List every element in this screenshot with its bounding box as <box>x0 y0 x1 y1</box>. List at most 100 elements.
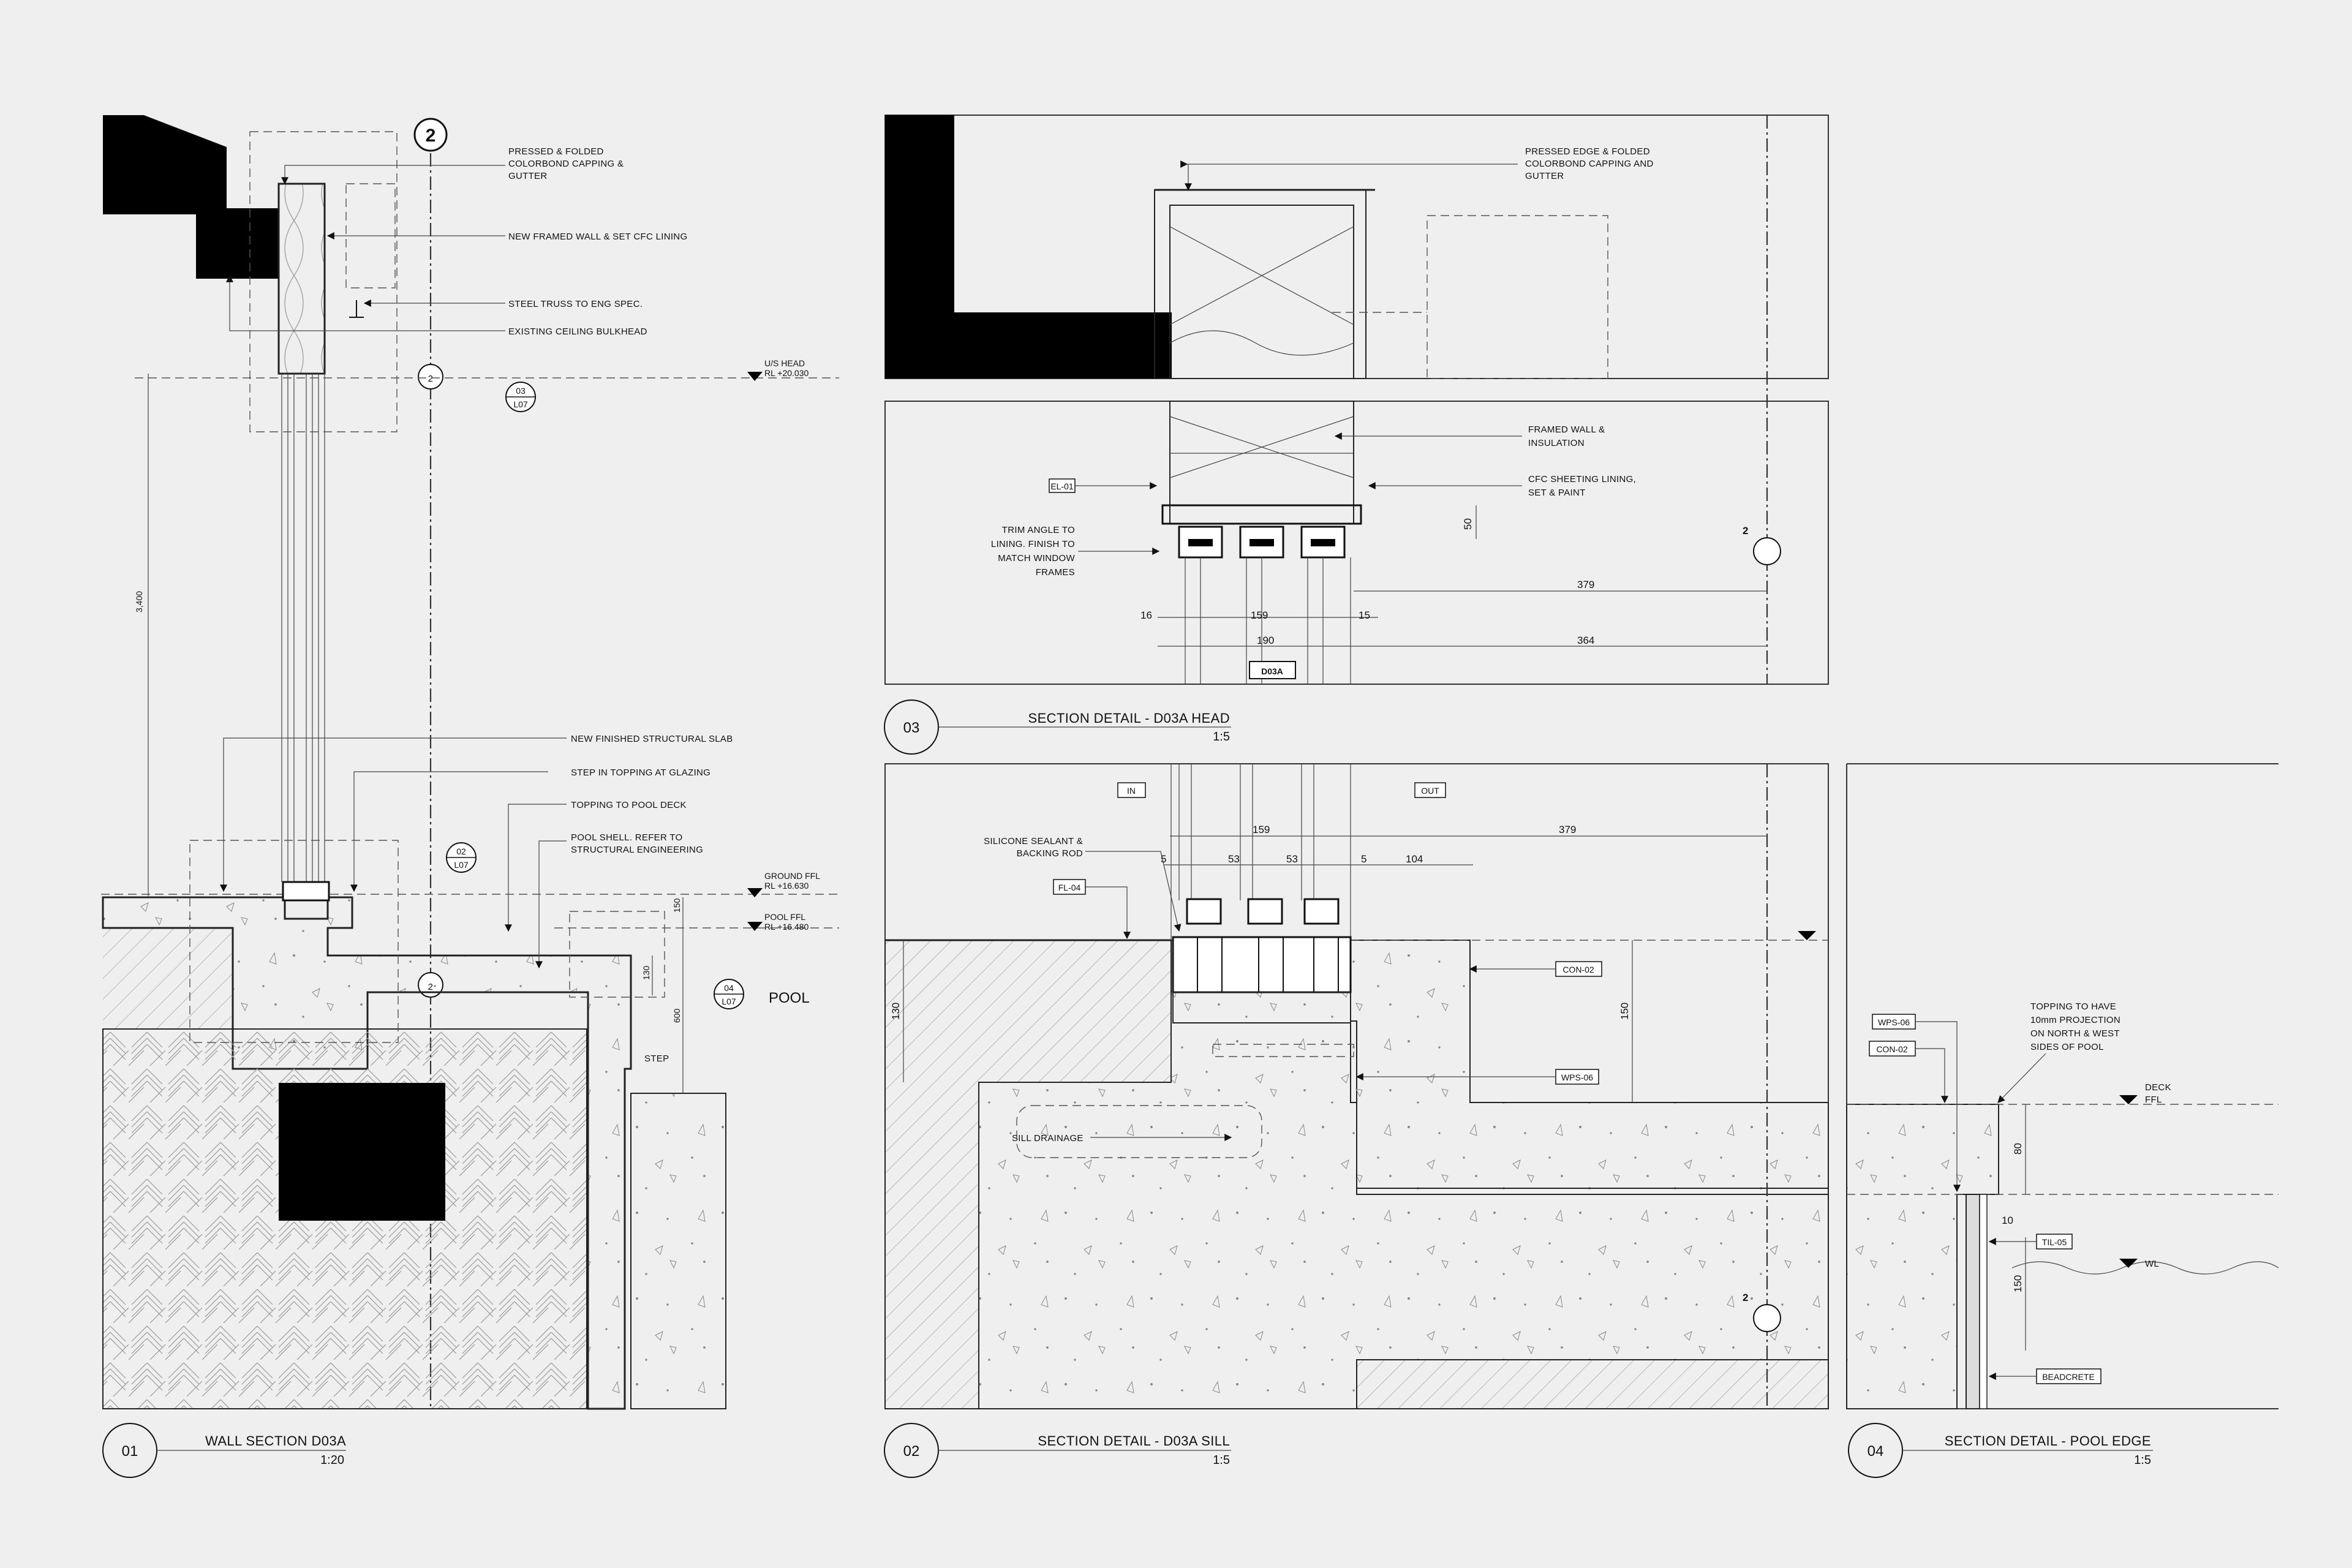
detail-01-wall-section: 2 2 2 3,400 150 130 600 <box>101 115 839 1478</box>
grid-bubble-02 <box>1753 1304 1781 1332</box>
tag-con-02-pool[interactable] <box>1869 1041 1916 1057</box>
title-pool-edge-detail: SECTION DETAIL - POOL EDGE <box>1945 1433 2151 1449</box>
svg-text:01: 01 <box>122 1443 138 1460</box>
tag-d03a[interactable] <box>1249 661 1296 679</box>
note-sill-drainage: SILL DRAINAGE <box>1012 1133 1084 1144</box>
svg-text:379: 379 <box>1559 824 1576 835</box>
detail-03-head: PRESSED EDGE & FOLDED COLORBOND CAPPING … <box>884 115 1829 755</box>
note-bulkhead: EXISTING CEILING BULKHEAD <box>508 326 647 337</box>
callout-04-boundary <box>569 911 665 998</box>
svg-text:MATCH WINDOW: MATCH WINDOW <box>998 553 1075 564</box>
svg-text:16: 16 <box>1140 609 1152 621</box>
earth-hatch <box>103 928 232 1029</box>
svg-text:ON NORTH & WEST: ON NORTH & WEST <box>2030 1028 2120 1039</box>
note-cfc-sheeting: CFC SHEETING LINING, <box>1528 474 1636 484</box>
note-topping-deck: TOPPING TO POOL DECK <box>571 800 687 810</box>
level-pool-ffl: POOL FFL <box>764 912 805 922</box>
svg-text:TIL-05: TIL-05 <box>2042 1237 2067 1247</box>
svg-text:2: 2 <box>428 374 434 384</box>
svg-text:5: 5 <box>1361 853 1366 865</box>
note-capping: PRESSED & FOLDED <box>508 146 604 157</box>
svg-text:2: 2 <box>1743 525 1748 537</box>
tag-in[interactable] <box>1117 782 1146 798</box>
ref-bubble-03-l07[interactable]: 03 L07 <box>505 382 536 412</box>
svg-text:WPS-06: WPS-06 <box>1878 1017 1910 1027</box>
level-wl: WL <box>2145 1259 2159 1269</box>
svg-text:1:5: 1:5 <box>2134 1453 2151 1467</box>
svg-text:FFL: FFL <box>2145 1095 2162 1105</box>
svg-text:150: 150 <box>1619 1003 1630 1020</box>
svg-text:L07: L07 <box>722 997 736 1006</box>
svg-text:130: 130 <box>641 965 651 980</box>
svg-text:364: 364 <box>1577 635 1594 646</box>
svg-text:RL +16.630: RL +16.630 <box>764 881 809 891</box>
ref-bubble-04-l07[interactable]: 04 L07 <box>714 979 744 1009</box>
ref-bubble-02-l07[interactable]: 02 L07 <box>446 842 477 873</box>
title-detail-04: 04 SECTION DETAIL - POOL EDGE 1:5 <box>1848 1423 2153 1478</box>
note-step-topping: STEP IN TOPPING AT GLAZING <box>571 767 710 778</box>
svg-text:104: 104 <box>1406 853 1423 865</box>
title-detail-02: 02 SECTION DETAIL - D03A SILL 1:5 <box>884 1423 1231 1478</box>
svg-text:02: 02 <box>903 1443 920 1460</box>
level-us-head: U/S HEAD <box>764 358 805 368</box>
svg-text:04: 04 <box>1868 1443 1884 1460</box>
tag-out[interactable] <box>1414 782 1446 798</box>
dim-3400: 3,400 <box>134 591 144 612</box>
grid-bubble-03 <box>1753 537 1781 565</box>
svg-text:50: 50 <box>1462 518 1474 530</box>
svg-text:159: 159 <box>1251 609 1268 621</box>
svg-text:L07: L07 <box>513 399 528 409</box>
title-detail-01: 01 WALL SECTION D03A 1:20 <box>102 1423 346 1478</box>
callout-02-boundary <box>189 840 399 1043</box>
note-framed-wall-insulation: FRAMED WALL & <box>1528 424 1605 435</box>
label-pool: POOL <box>769 990 810 1006</box>
sill-frame-profiles <box>1172 898 1352 1023</box>
svg-text:D03A: D03A <box>1261 666 1283 676</box>
title-detail-03: 03 SECTION DETAIL - D03A HEAD 1:5 <box>884 699 1231 755</box>
svg-text:04: 04 <box>724 983 734 993</box>
tile-lining <box>1966 1194 1980 1409</box>
head-frame-profiles <box>1178 526 1346 559</box>
svg-text:10mm PROJECTION: 10mm PROJECTION <box>2030 1015 2120 1025</box>
note-silicone: SILICONE SEALANT & <box>984 836 1083 846</box>
svg-text:130: 130 <box>890 1003 902 1020</box>
level-deck-ffl: DECK <box>2145 1082 2171 1093</box>
svg-text:SET & PAINT: SET & PAINT <box>1528 488 1586 498</box>
svg-text:RL +20.030: RL +20.030 <box>764 368 809 378</box>
svg-text:LINING. FINISH TO: LINING. FINISH TO <box>991 539 1075 549</box>
svg-text:190: 190 <box>1257 635 1274 646</box>
level-ground-ffl: GROUND FFL <box>764 871 820 881</box>
svg-text:STRUCTURAL ENGINEERING: STRUCTURAL ENGINEERING <box>571 845 703 855</box>
svg-text:IN: IN <box>1127 786 1136 796</box>
svg-text:GUTTER: GUTTER <box>1525 171 1564 181</box>
glazing-mullions <box>281 374 325 882</box>
note-slab: NEW FINISHED STRUCTURAL SLAB <box>571 734 733 744</box>
svg-text:FRAMES: FRAMES <box>1036 567 1075 578</box>
svg-text:SIDES OF POOL: SIDES OF POOL <box>2030 1042 2104 1052</box>
callout-03-boundary <box>249 131 398 432</box>
svg-text:02: 02 <box>456 846 466 856</box>
svg-text:150: 150 <box>2012 1275 2024 1292</box>
tag-beadcrete[interactable] <box>2036 1368 2101 1384</box>
beam-section <box>279 1083 445 1221</box>
svg-text:CON-02: CON-02 <box>1562 965 1594 974</box>
svg-text:15: 15 <box>1359 609 1370 621</box>
detail-04-pool-edge: DECK FFL WL WPS-06 CON-02 TIL-05 BEADCRE… <box>1846 763 2279 1478</box>
svg-text:FL-04: FL-04 <box>1058 883 1081 892</box>
tag-fl-04[interactable] <box>1053 879 1086 895</box>
svg-text:COLORBOND CAPPING &: COLORBOND CAPPING & <box>508 159 624 169</box>
svg-text:03: 03 <box>903 720 920 736</box>
svg-text:150: 150 <box>672 898 682 913</box>
svg-text:CON-02: CON-02 <box>1876 1044 1908 1054</box>
svg-text:600: 600 <box>672 1008 682 1023</box>
tag-wps-06[interactable] <box>1555 1069 1599 1085</box>
viewport-03-bottom <box>884 401 1829 685</box>
svg-text:03: 03 <box>516 386 526 396</box>
svg-text:GUTTER: GUTTER <box>508 171 547 181</box>
svg-text:COLORBOND CAPPING AND: COLORBOND CAPPING AND <box>1525 159 1654 169</box>
note-topping-projection: TOPPING TO HAVE <box>2030 1001 2116 1012</box>
note-pressed-edge: PRESSED EDGE & FOLDED <box>1525 146 1650 157</box>
roof-structure <box>103 115 279 279</box>
svg-text:80: 80 <box>2012 1143 2024 1155</box>
